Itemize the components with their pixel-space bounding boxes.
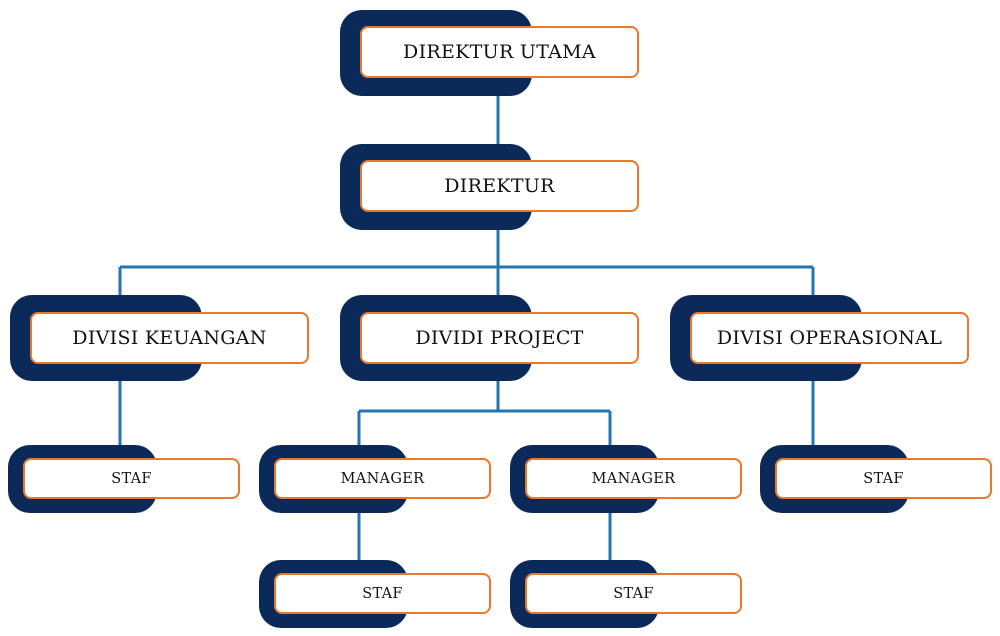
node-label: STAF [775, 458, 992, 499]
node-text: STAF [111, 470, 152, 487]
node-label: DIVISI KEUANGAN [30, 312, 309, 364]
node-text: DIVISI OPERASIONAL [716, 327, 943, 349]
node-label: STAF [23, 458, 240, 499]
node-text: DIVIDI PROJECT [415, 327, 584, 349]
node-label: MANAGER [274, 458, 491, 499]
node-label: DIREKTUR [360, 160, 639, 212]
node-text: MANAGER [340, 470, 425, 487]
node-label: DIVISI OPERASIONAL [690, 312, 969, 364]
node-text: DIREKTUR UTAMA [403, 41, 596, 63]
node-label: STAF [525, 573, 742, 614]
node-text: DIREKTUR [444, 175, 555, 197]
node-label: STAF [274, 573, 491, 614]
node-text: DIVISI KEUANGAN [72, 327, 267, 349]
node-text: STAF [362, 585, 403, 602]
node-text: MANAGER [591, 470, 676, 487]
node-text: STAF [613, 585, 654, 602]
node-text: STAF [863, 470, 904, 487]
node-label: DIREKTUR UTAMA [360, 26, 639, 78]
node-label: MANAGER [525, 458, 742, 499]
node-label: DIVIDI PROJECT [360, 312, 639, 364]
